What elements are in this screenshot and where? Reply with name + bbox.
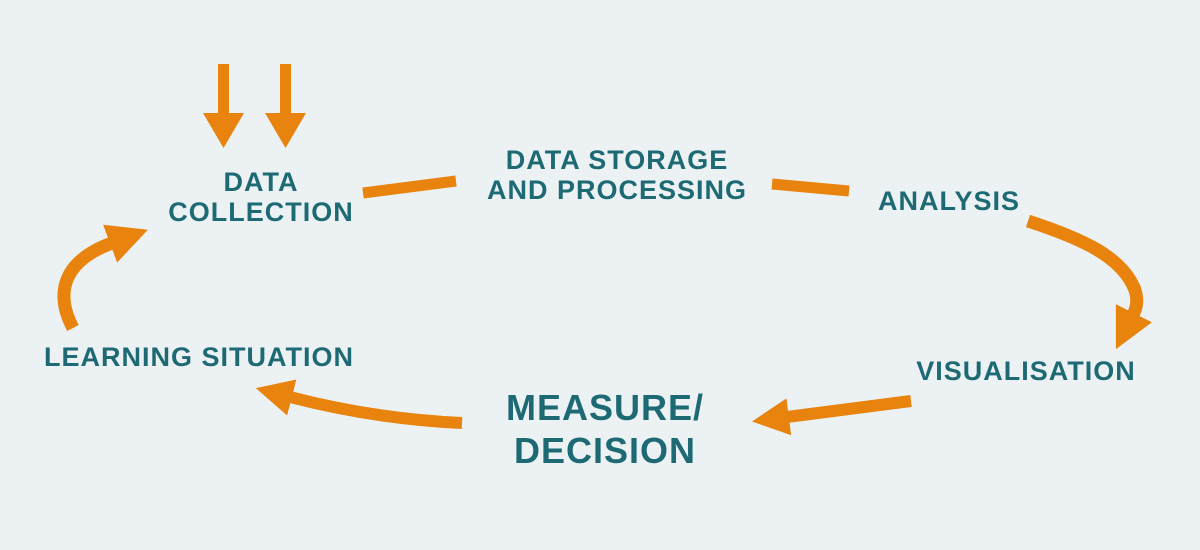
node-label-line: MEASURE/ bbox=[505, 387, 705, 428]
node-label-line: DECISION bbox=[513, 430, 697, 471]
storage-analysis-link bbox=[771, 178, 850, 197]
node-visualisation: VISUALISATION bbox=[876, 356, 1176, 386]
analysis-to-visualisation-arrow bbox=[1025, 214, 1152, 350]
learning-to-collection-arrow bbox=[57, 224, 148, 332]
node-measure-decision: MEASURE/ DECISION bbox=[455, 386, 755, 472]
down-arrow-icon bbox=[203, 64, 244, 148]
node-learning-situation: LEARNING SITUATION bbox=[44, 342, 354, 372]
node-label-line: COLLECTION bbox=[168, 197, 354, 227]
node-label-line: DATA bbox=[223, 167, 299, 197]
node-label-line: ANALYSIS bbox=[877, 186, 1021, 216]
visualisation-to-measure-arrow bbox=[751, 395, 912, 436]
node-data-storage-processing: DATA STORAGE AND PROCESSING bbox=[467, 145, 767, 205]
down-arrow-icon bbox=[265, 64, 306, 148]
node-label-line: AND PROCESSING bbox=[486, 175, 748, 205]
node-label-line: LEARNING SITUATION bbox=[44, 342, 354, 372]
collection-storage-link bbox=[362, 175, 457, 199]
node-analysis: ANALYSIS bbox=[824, 186, 1074, 216]
node-label-line: DATA STORAGE bbox=[505, 145, 729, 175]
node-data-collection: DATA COLLECTION bbox=[111, 167, 411, 227]
measure-to-learning-arrow bbox=[255, 379, 463, 429]
node-label-line: VISUALISATION bbox=[916, 356, 1136, 386]
